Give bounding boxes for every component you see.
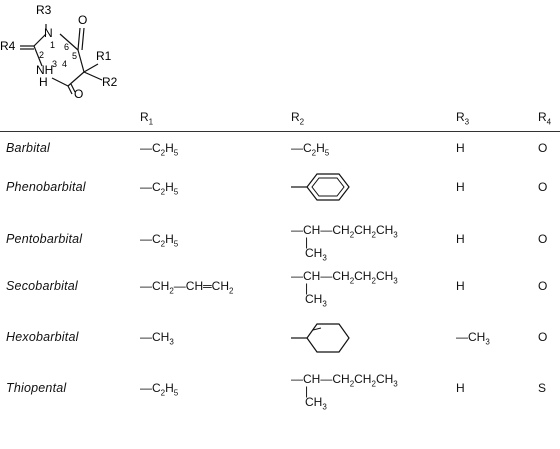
r2-pentobarbital: —CH—CH2CH2CH3 | CH3 xyxy=(291,223,398,263)
r3-barbital: H xyxy=(456,141,465,155)
label-n1: N xyxy=(44,26,53,40)
r4-phenobarbital: O xyxy=(538,180,548,194)
r4-pentobarbital: O xyxy=(538,232,548,246)
ring-num-5: 5 xyxy=(72,51,77,61)
header-r2: R2 xyxy=(291,110,305,127)
ring-num-1: 1 xyxy=(50,40,55,50)
r2-secobarbital: —CH—CH2CH2CH3 | CH3 xyxy=(291,269,398,309)
r1-hexobarbital: —CH3 xyxy=(140,330,174,347)
label-n3: NH xyxy=(36,63,53,77)
r3-hexobarbital: —CH3 xyxy=(456,330,490,347)
label-r2: R2 xyxy=(102,75,118,89)
row-name-secobarbital: Secobarbital xyxy=(6,279,78,293)
header-rule xyxy=(0,131,560,132)
label-r3: R3 xyxy=(36,3,52,17)
r4-secobarbital: O xyxy=(538,279,548,293)
r1-thiopental: —C2H5 xyxy=(140,381,179,398)
r2-barbital: —C2H5 xyxy=(291,141,330,158)
row-name-barbital: Barbital xyxy=(6,141,50,155)
r1-phenobarbital: —C2H5 xyxy=(140,180,179,197)
label-o-bottom: O xyxy=(74,87,83,100)
label-o-top: O xyxy=(78,13,87,27)
ring-num-3: 3 xyxy=(52,59,57,69)
barbiturate-scaffold-diagram: R3 R4 N NH H O O R1 R2 1 2 3 4 5 6 xyxy=(0,3,118,100)
r1-barbital: —C2H5 xyxy=(140,141,179,158)
r4-thiopental: S xyxy=(538,381,547,395)
header-r4: R4 xyxy=(538,110,552,127)
row-name-thiopental: Thiopental xyxy=(6,381,67,395)
row-name-hexobarbital: Hexobarbital xyxy=(6,330,79,344)
r1-pentobarbital: —C2H5 xyxy=(140,232,179,249)
r3-secobarbital: H xyxy=(456,279,465,293)
r3-pentobarbital: H xyxy=(456,232,465,246)
label-r4: R4 xyxy=(0,39,16,53)
header-r1: R1 xyxy=(140,110,154,127)
row-name-phenobarbital: Phenobarbital xyxy=(6,180,86,194)
ring-num-2: 2 xyxy=(39,50,44,60)
row-name-pentobarbital: Pentobarbital xyxy=(6,232,83,246)
r4-hexobarbital: O xyxy=(538,330,548,344)
r2-thiopental: —CH—CH2CH2CH3 | CH3 xyxy=(291,372,398,412)
ring-num-6: 6 xyxy=(64,42,69,52)
r3-thiopental: H xyxy=(456,381,465,395)
phenyl-ring xyxy=(291,173,350,201)
ring-num-4: 4 xyxy=(62,59,67,69)
header-r3: R3 xyxy=(456,110,470,127)
label-h: H xyxy=(39,75,48,89)
r1-secobarbital: —CH2—CH═CH2 xyxy=(140,279,234,296)
label-r1: R1 xyxy=(96,49,112,63)
cyclohexenyl-ring xyxy=(291,323,350,353)
r3-phenobarbital: H xyxy=(456,180,465,194)
r4-barbital: O xyxy=(538,141,548,155)
